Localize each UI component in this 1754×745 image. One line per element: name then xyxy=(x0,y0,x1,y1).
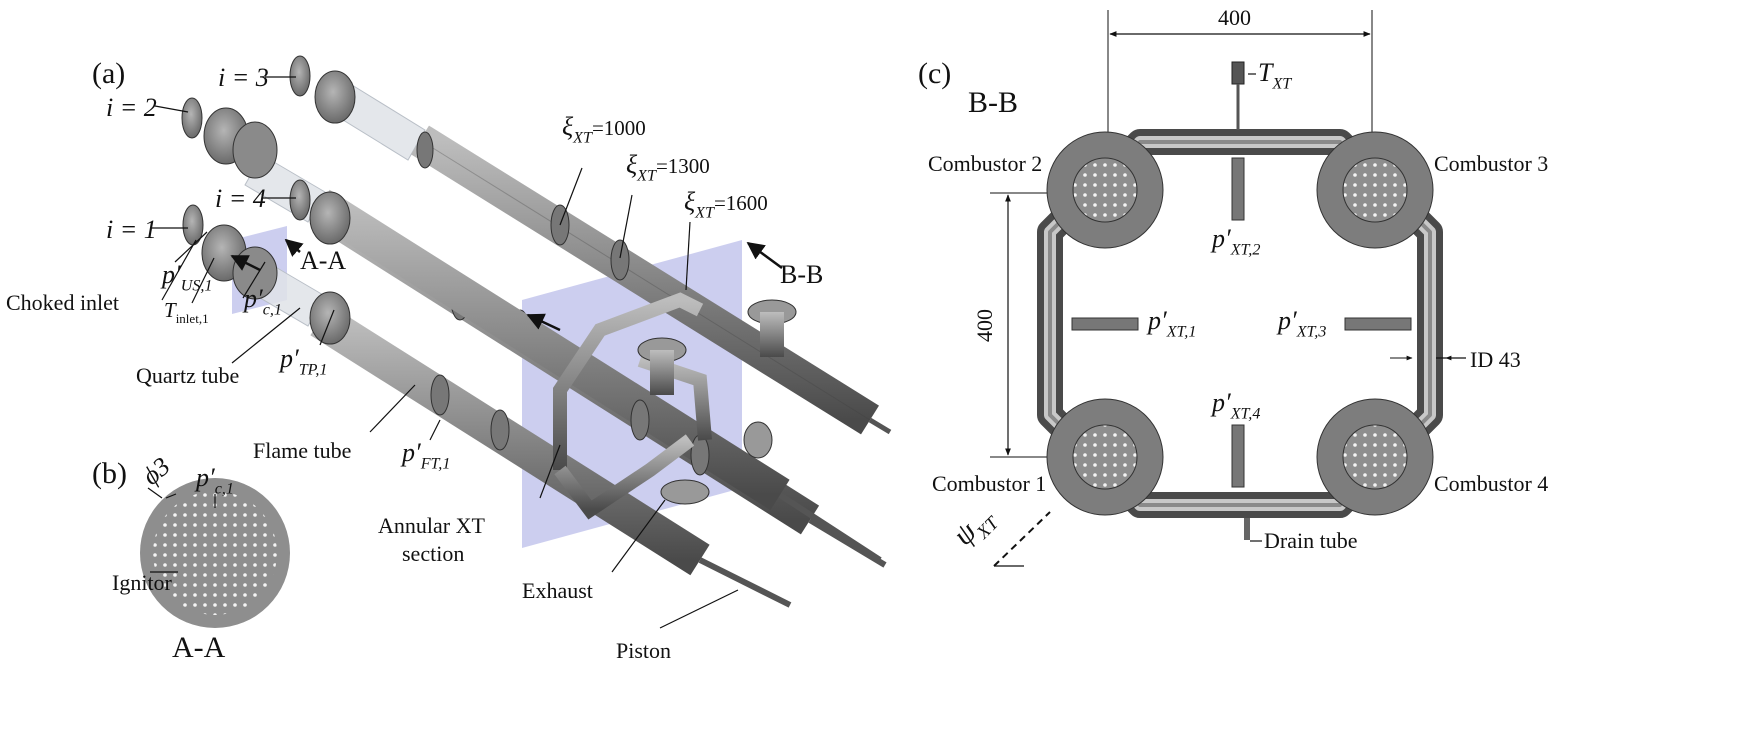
arrow-aa-label xyxy=(284,238,304,257)
label-ignitor: Ignitor xyxy=(112,570,172,595)
combustor-2-body xyxy=(1046,131,1164,249)
exhaust-flange xyxy=(743,421,773,459)
label-inlet-i4: i = 4 xyxy=(215,184,266,213)
dim-label-top: 400 xyxy=(1218,5,1251,30)
label-p-tp1: p′TP,1 xyxy=(280,344,328,379)
label-id43: ID 43 xyxy=(1470,347,1521,372)
label-xi-1000: ξXT=1000 xyxy=(562,112,646,147)
sensor-pxt4 xyxy=(1231,424,1245,488)
leader-lines xyxy=(150,76,739,629)
label-p-xt3: p′XT,3 xyxy=(1278,306,1327,341)
arrow-bb xyxy=(746,241,783,270)
panel-b-plate xyxy=(140,478,290,628)
sensor-pxt1 xyxy=(1071,317,1139,331)
sensor-pxt2 xyxy=(1231,157,1245,221)
label-piston: Piston xyxy=(616,638,672,663)
label-xi-1600: ξXT=1600 xyxy=(684,187,768,222)
exhaust-pipe xyxy=(760,312,784,357)
label-combustor-1: Combustor 1 xyxy=(932,471,1047,496)
label-combustor-3: Combustor 3 xyxy=(1434,151,1549,176)
panel-label-a: (a) xyxy=(92,57,126,90)
sensor-pxt3 xyxy=(1344,317,1412,331)
arrow-flow xyxy=(526,313,561,332)
label-drain-tube: Drain tube xyxy=(1264,528,1358,553)
label-section-aa-title: A-A xyxy=(172,631,226,664)
label-p-xt2: p′XT,2 xyxy=(1212,224,1261,259)
label-choked-inlet: Choked inlet xyxy=(6,290,120,315)
label-xi-1300: ξXT=1300 xyxy=(626,150,710,185)
label-inlet-i1: i = 1 xyxy=(106,215,157,244)
plate-holes xyxy=(153,491,277,615)
exhaust-pipe xyxy=(650,350,674,395)
drain-tube xyxy=(1244,518,1250,540)
label-section-bb: B-B xyxy=(780,260,824,289)
label-annular-xt-2: section xyxy=(402,541,465,566)
label-section-aa: A-A xyxy=(300,246,347,275)
panel-label-c: (c) xyxy=(918,57,952,90)
label-flame-tube: Flame tube xyxy=(253,438,352,463)
label-p-xt1: p′XT,1 xyxy=(1148,306,1197,341)
arrow-aa xyxy=(230,254,261,272)
combustor-4-body xyxy=(1316,398,1434,516)
label-b-p-c1: p′c,1 xyxy=(196,463,234,498)
label-inlet-i2: i = 2 xyxy=(106,93,157,122)
combustor-3-body xyxy=(1316,131,1434,249)
label-p-c1: p′c,1 xyxy=(244,284,282,319)
panel-a-assembly xyxy=(150,55,892,629)
panel-label-b: (b) xyxy=(92,457,127,490)
label-combustor-4: Combustor 4 xyxy=(1434,471,1549,496)
label-inlet-i3: i = 3 xyxy=(218,63,269,92)
dim-label-left: 400 xyxy=(972,309,997,342)
psi-axis xyxy=(993,511,1051,567)
label-exhaust: Exhaust xyxy=(522,578,593,603)
label-t-xt: TXT xyxy=(1258,58,1292,93)
combustor-1-body xyxy=(1046,398,1164,516)
label-p-ft1: p′FT,1 xyxy=(402,438,451,473)
panel-c-section xyxy=(990,10,1466,567)
exhaust-flange xyxy=(660,479,710,505)
label-annular-xt-1: Annular XT xyxy=(378,513,485,538)
combustor-tube-i4 xyxy=(289,179,882,563)
label-t-inlet1: Tinlet,1 xyxy=(164,298,209,326)
label-p-us1: p′US,1 xyxy=(162,260,213,295)
label-p-xt4: p′XT,4 xyxy=(1212,388,1261,423)
sensor-txt xyxy=(1231,61,1245,85)
label-combustor-2: Combustor 2 xyxy=(928,151,1043,176)
label-quartz-tube: Quartz tube xyxy=(136,363,240,388)
label-section-bb-title: B-B xyxy=(968,86,1019,119)
